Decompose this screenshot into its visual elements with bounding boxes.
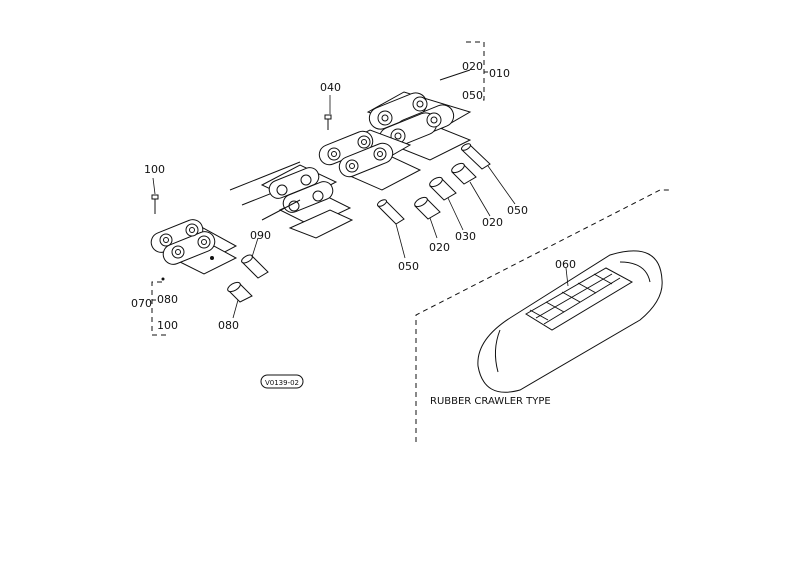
label-100-top: 100 bbox=[144, 163, 165, 176]
label-010: 010 bbox=[489, 67, 510, 80]
drawing-code-badge: V0139-02 bbox=[260, 374, 304, 389]
label-070: 070 bbox=[131, 297, 152, 310]
track-chain-middle bbox=[318, 129, 422, 191]
label-050-right: 050 bbox=[507, 204, 528, 217]
label-020-right: 020 bbox=[482, 216, 503, 229]
label-020-mid: 020 bbox=[429, 241, 450, 254]
caption-rubber-crawler: RUBBER CRAWLER TYPE bbox=[430, 396, 551, 407]
pin-050-mid bbox=[376, 199, 405, 225]
label-030: 030 bbox=[455, 230, 476, 243]
leader-lines bbox=[152, 95, 516, 319]
label-080-group: 080 bbox=[157, 293, 178, 306]
pin-050-right bbox=[460, 143, 491, 170]
label-040: 040 bbox=[320, 81, 341, 94]
bolt-040 bbox=[324, 114, 332, 130]
pin-090 bbox=[241, 254, 269, 279]
label-050-top: 050 bbox=[462, 89, 483, 102]
bushing-020-mid bbox=[414, 196, 441, 220]
group-bracket-070 bbox=[151, 281, 168, 336]
label-060: 060 bbox=[555, 258, 576, 271]
bushing-020-right bbox=[451, 162, 477, 185]
label-020-top: 020 bbox=[462, 60, 483, 73]
drawing-code: V0139-02 bbox=[265, 379, 299, 387]
label-090: 090 bbox=[250, 229, 271, 242]
label-050-mid: 050 bbox=[398, 260, 419, 273]
track-chain-lower bbox=[229, 161, 354, 239]
rubber-crawler-frame bbox=[415, 189, 672, 442]
pin-030 bbox=[429, 176, 457, 201]
rubber-crawler bbox=[477, 250, 663, 393]
master-link-left bbox=[150, 194, 238, 281]
part-labels: 010 020 050 040 100 090 050 020 030 020 … bbox=[131, 60, 576, 332]
label-100-bottom: 100 bbox=[157, 319, 178, 332]
pin-080 bbox=[227, 281, 253, 303]
label-080: 080 bbox=[218, 319, 239, 332]
group-bracket-010 bbox=[466, 41, 488, 101]
